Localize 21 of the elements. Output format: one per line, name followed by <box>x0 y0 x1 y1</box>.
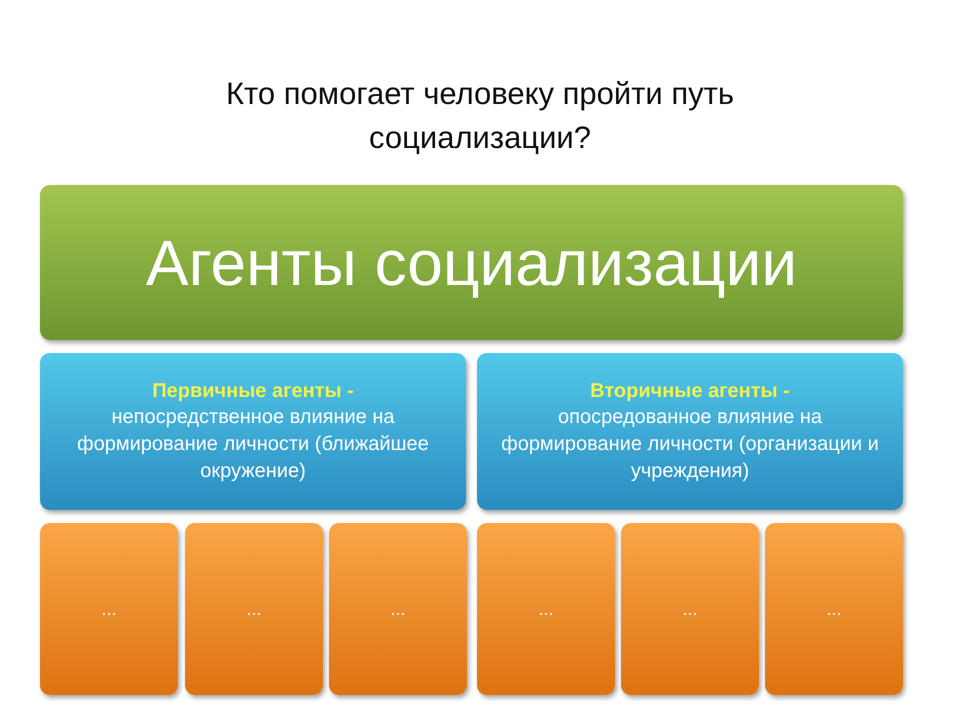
placeholder-box <box>477 523 615 695</box>
ellipsis-text: ... <box>682 598 698 620</box>
ellipsis-text: ... <box>390 598 406 620</box>
category-panel <box>477 353 903 510</box>
panel-heading: Первичные агенты - <box>152 379 354 404</box>
ellipsis-text: ... <box>246 598 262 620</box>
placeholder-box <box>185 523 323 695</box>
placeholder-box <box>40 523 178 695</box>
panel-description: непосредственное влияние на формирование личности (ближайшее окружение) <box>76 405 430 484</box>
panel-heading: Вторичные агенты - <box>590 379 790 404</box>
placeholder-box <box>329 523 467 695</box>
ellipsis-text: ... <box>826 598 842 620</box>
ellipsis-text: ... <box>538 598 554 620</box>
placeholder-box <box>621 523 759 695</box>
heading-text: Агенты социализации <box>146 226 798 300</box>
category-panel <box>40 353 466 510</box>
panel-description: опосредованное влияние на формирование личности (организации и учреждения) <box>500 405 880 484</box>
ellipsis-text: ... <box>101 598 116 620</box>
title: Кто помогает человеку пройти путь социализации? <box>224 75 735 157</box>
title-banner <box>40 185 903 340</box>
placeholder-box <box>765 523 903 695</box>
